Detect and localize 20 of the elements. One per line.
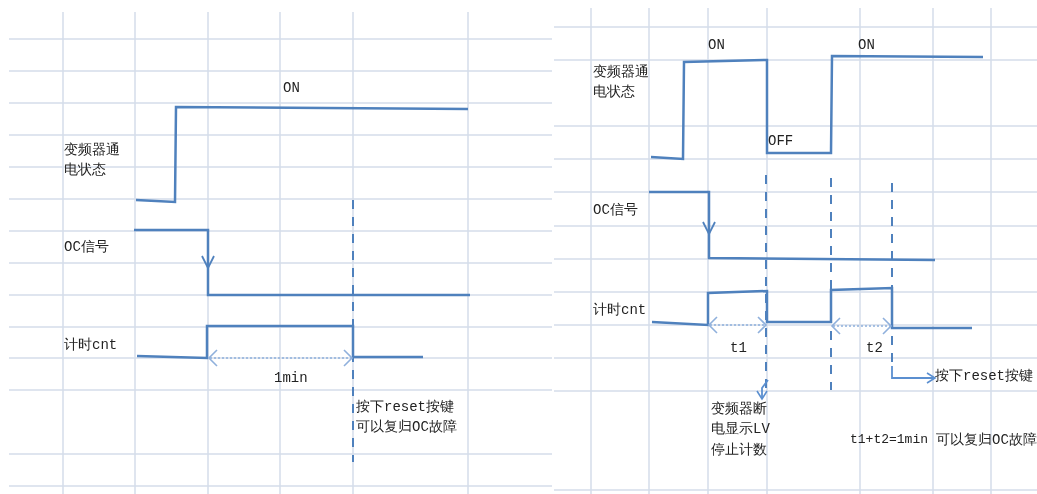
state-label: ON	[708, 36, 725, 55]
signal-name: OC信号	[593, 201, 638, 220]
arrow	[891, 365, 936, 384]
note-text: 可以复归OC故障	[936, 431, 1037, 450]
note-text: 按下reset按键可以复归OC故障	[356, 398, 458, 438]
state-label: ON	[283, 79, 300, 98]
annotation-text: 按下reset按键	[935, 366, 1033, 387]
duration-label: t1	[730, 339, 747, 358]
signal-name: 计时cnt	[593, 301, 647, 320]
annotation-text: 变频器断电显示LV停止计数	[711, 399, 773, 460]
duration-label: t2	[866, 339, 883, 358]
signal-name: 变频器通电状态	[593, 63, 650, 103]
state-label: OFF	[768, 132, 794, 151]
duration-label: 1min	[274, 369, 308, 388]
signal-name: 计时cnt	[64, 336, 118, 355]
signal-name: 变频器通电状态	[64, 141, 121, 181]
note-text: t1+t2=1min	[850, 431, 928, 449]
arrow	[756, 379, 769, 400]
signal-name: OC信号	[64, 238, 109, 257]
state-label: ON	[858, 36, 875, 55]
